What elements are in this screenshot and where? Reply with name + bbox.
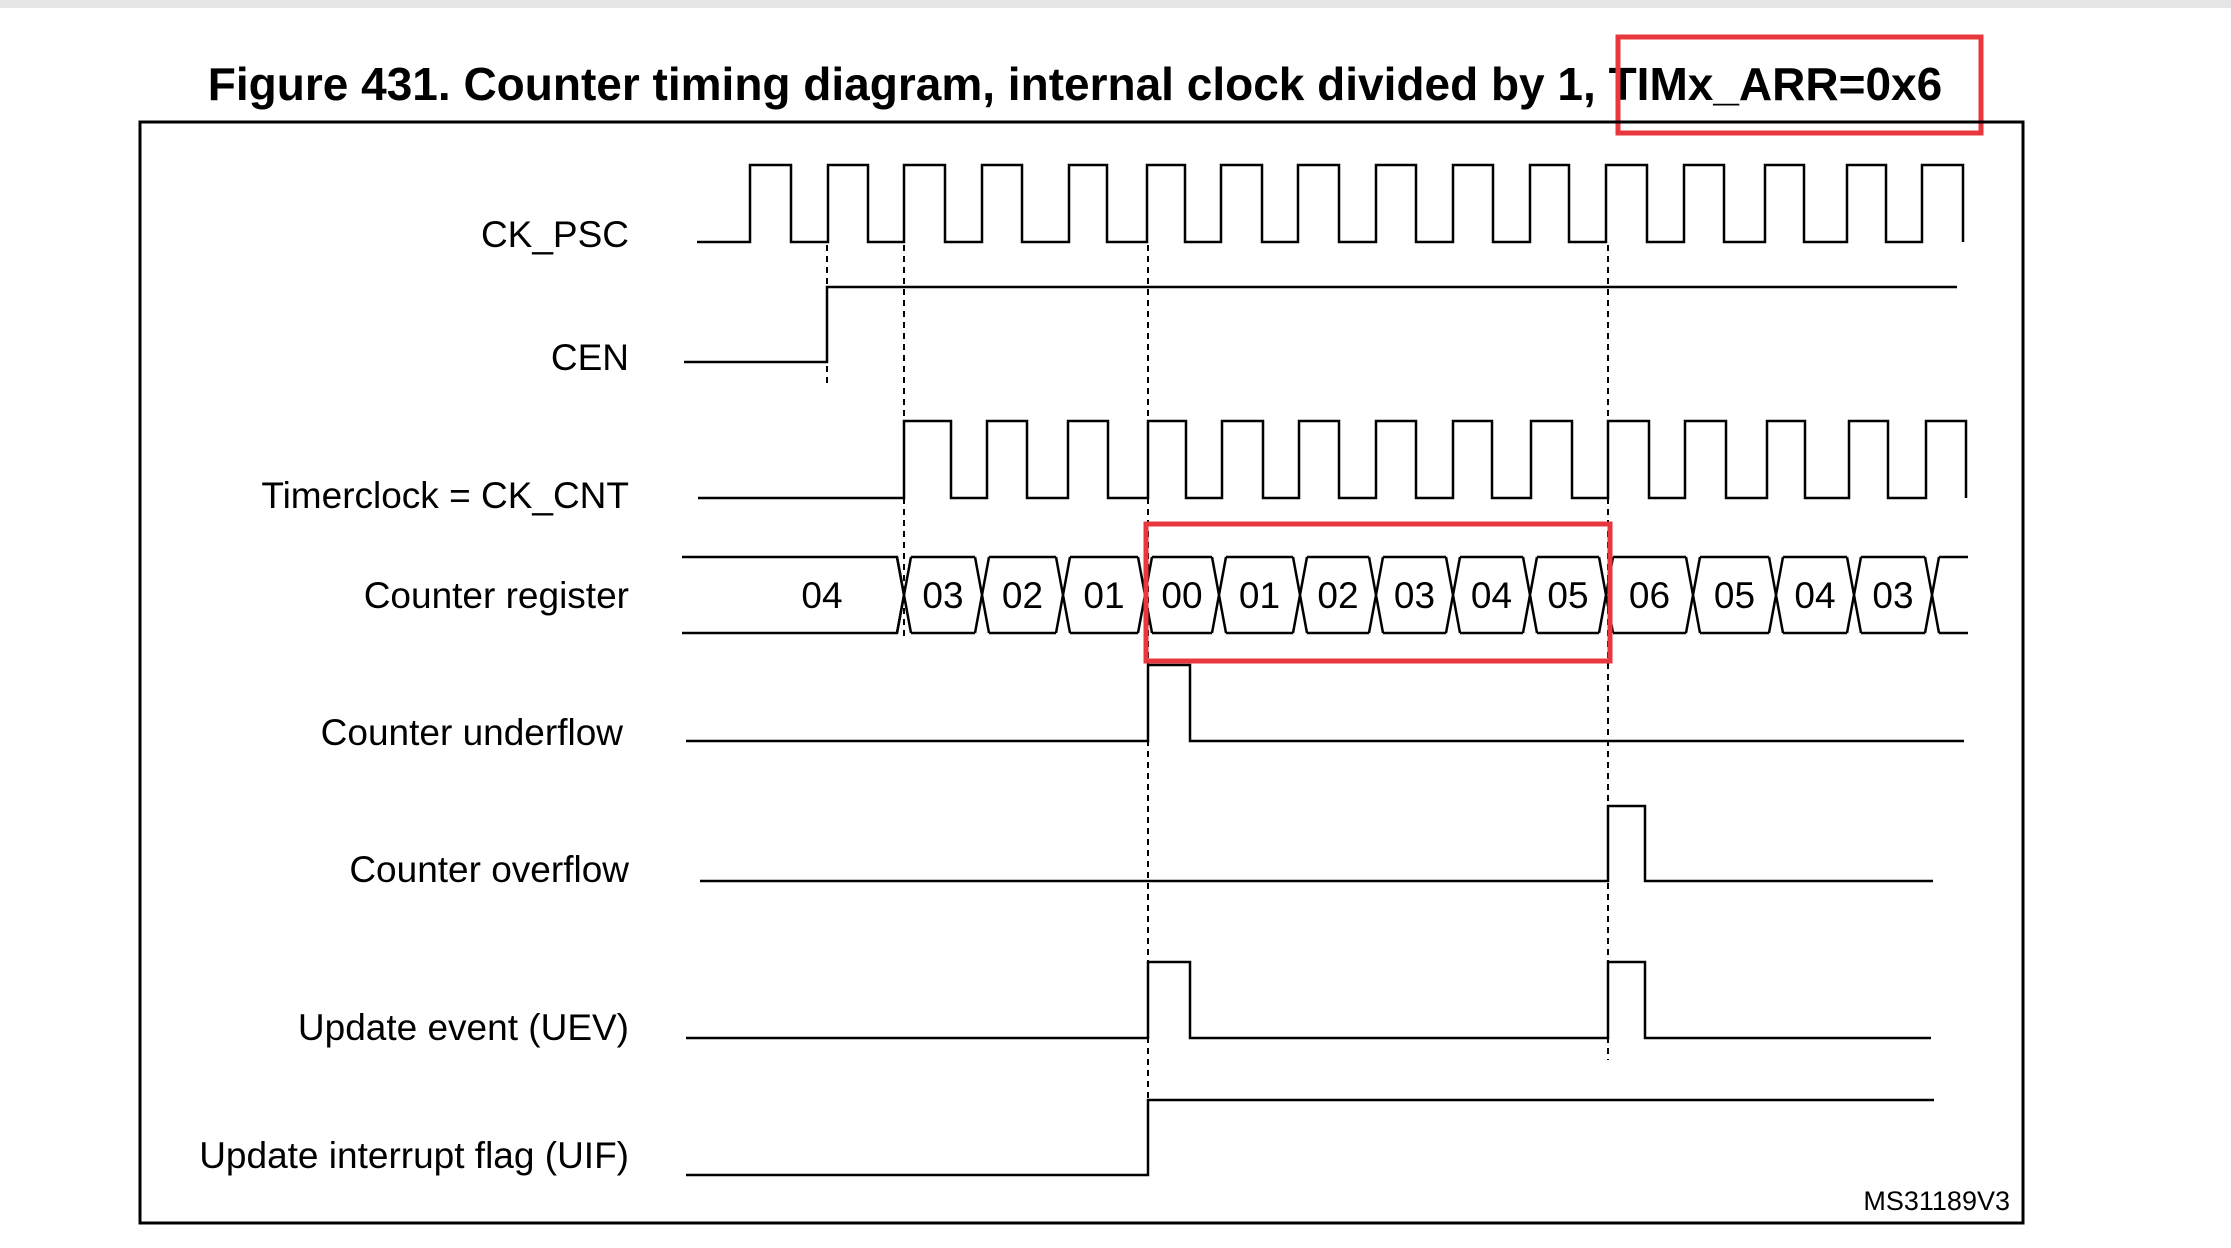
waveform-ck-cnt <box>698 419 1968 500</box>
label-ck-psc: CK_PSC <box>481 214 629 255</box>
label-counter-underflow: Counter underflow <box>321 712 624 753</box>
bus-transition <box>895 556 913 634</box>
counter-value: 04 <box>801 575 842 616</box>
bus-segment <box>1307 555 1369 635</box>
counter-value: 03 <box>1872 575 1913 616</box>
figure-ref-code: MS31189V3 <box>1863 1186 2010 1216</box>
figure-title-main: Figure 431. Counter timing diagram, inte… <box>208 58 1609 110</box>
bus-transition <box>1845 556 1863 634</box>
counter-register-values: 04 03 02 01 00 01 02 03 04 05 06 05 04 03 <box>801 575 1913 616</box>
label-uev: Update event (UEV) <box>298 1007 629 1048</box>
counter-value: 02 <box>1002 575 1043 616</box>
waveform-uif <box>686 1098 1934 1177</box>
bus-segment <box>1537 555 1599 635</box>
bus-segment <box>989 555 1056 635</box>
title-highlight-box <box>1615 34 1984 136</box>
counter-value: 04 <box>1794 575 1835 616</box>
bus-transition <box>973 556 991 634</box>
bus-segment <box>1613 555 1686 635</box>
bus-segment <box>1939 555 1968 635</box>
bus-transition <box>1684 556 1702 634</box>
bus-transition <box>1521 556 1539 634</box>
page-top-border <box>0 0 2231 8</box>
label-counter-overflow: Counter overflow <box>349 849 629 890</box>
bus-segment <box>1460 555 1523 635</box>
counter-value: 02 <box>1317 575 1358 616</box>
figure-title: Figure 431. Counter timing diagram, inte… <box>208 58 1942 110</box>
counter-value: 01 <box>1083 575 1124 616</box>
bus-segment <box>1783 555 1847 635</box>
bus-transition <box>1767 556 1785 634</box>
counter-value: 05 <box>1714 575 1755 616</box>
diagram-frame <box>138 120 2025 1225</box>
waveform-uev <box>686 960 1931 1040</box>
bus-transition <box>1367 556 1385 634</box>
counter-value: 03 <box>1394 575 1435 616</box>
label-ck-cnt: Timerclock = CK_CNT <box>261 475 629 516</box>
waveform-ck-psc <box>697 163 1965 244</box>
counter-value: 06 <box>1629 575 1670 616</box>
bus-transition <box>1923 556 1941 634</box>
bus-segment <box>1152 555 1212 635</box>
bus-segment <box>1226 555 1293 635</box>
label-cen: CEN <box>551 337 629 378</box>
bus-transition <box>1291 556 1309 634</box>
counter-values-highlight-box <box>1143 521 1613 664</box>
label-counter-register: Counter register <box>364 575 629 616</box>
bus-transition <box>1210 556 1228 634</box>
bus-transition <box>1054 556 1072 634</box>
bus-transition <box>1444 556 1462 634</box>
figure-title-highlight: TIMx_ARR=0x6 <box>1609 58 1943 110</box>
counter-value: 05 <box>1547 575 1588 616</box>
label-uif: Update interrupt flag (UIF) <box>199 1135 629 1176</box>
counter-value: 03 <box>922 575 963 616</box>
bus-segment <box>1070 555 1138 635</box>
bus-segment-initial <box>682 555 906 635</box>
counter-value: 04 <box>1471 575 1512 616</box>
counter-register-bus <box>682 555 1968 635</box>
bus-segment <box>1383 555 1446 635</box>
bus-segment <box>911 555 975 635</box>
waveform-counter-overflow <box>700 804 1933 883</box>
bus-segment <box>1861 555 1925 635</box>
waveform-counter-underflow <box>686 663 1964 743</box>
counter-value: 00 <box>1161 575 1202 616</box>
waveform-cen <box>684 285 1957 364</box>
bus-segment <box>1700 555 1769 635</box>
counter-value: 01 <box>1239 575 1280 616</box>
